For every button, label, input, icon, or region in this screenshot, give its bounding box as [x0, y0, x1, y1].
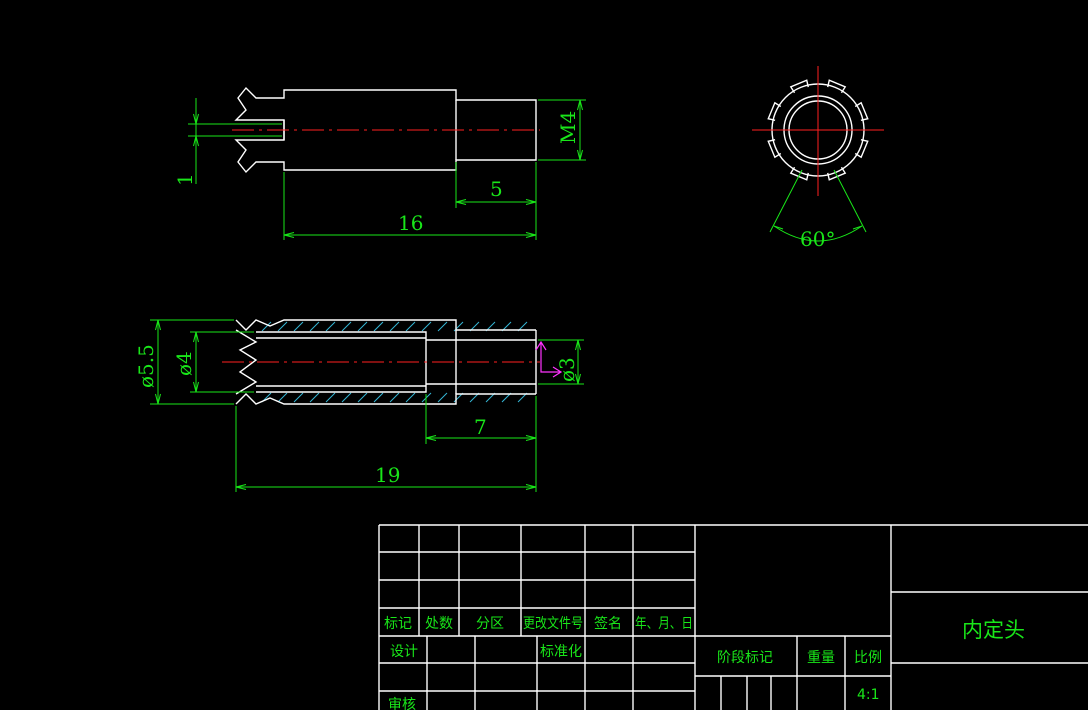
hatch-line [373, 392, 384, 403]
label-stage-mark: 阶段标记 [717, 650, 773, 666]
section-outline-top [235, 319, 536, 331]
gear-tooth [789, 166, 809, 181]
header-doc-no: 更改文件号 [523, 616, 583, 632]
label-design: 设计 [390, 644, 418, 660]
dim-text-dia-3: ø3 [555, 357, 579, 382]
section-outline-bottom [235, 393, 536, 405]
dim-text-m4: M4 [556, 111, 580, 144]
hatch-line [405, 321, 416, 332]
dim-text-7: 7 [474, 415, 487, 439]
label-weight: 重量 [807, 650, 835, 666]
front-view: 16 5 1 M4 [173, 86, 586, 240]
dim-length-16: 16 [283, 162, 537, 240]
dim-text-5: 5 [490, 177, 503, 201]
gear-tooth [767, 139, 782, 159]
section-left-serration [235, 329, 258, 395]
hatch-line [261, 321, 272, 332]
hatch-line [341, 321, 352, 332]
gear-tooth [789, 79, 809, 94]
section-view: ø5.5 ø4 ø3 7 [134, 319, 584, 492]
inner-wall [256, 337, 426, 387]
dim-slot-1: 1 [173, 98, 282, 186]
dim-text-dia-4: ø4 [172, 351, 196, 376]
dim-text-60: 60° [800, 227, 835, 251]
scale-value: 4:1 [857, 687, 880, 703]
dim-angle-60: 60° [769, 169, 867, 251]
header-date: 年、月、日 [635, 616, 693, 632]
hatch-line [293, 321, 304, 332]
hatch-line [277, 321, 288, 332]
hatch-line [357, 392, 368, 403]
dim-text-16: 16 [398, 211, 423, 235]
gear-tooth [854, 139, 869, 159]
label-standardize: 标准化 [540, 644, 582, 660]
header-mark: 标记 [384, 616, 412, 632]
dim-dia-5-5: ø5.5 [134, 319, 234, 405]
dim-thread-m4: M4 [538, 99, 586, 161]
hatch-line [437, 392, 448, 403]
hatch-line [293, 392, 304, 403]
dim-length-19: 19 [235, 396, 537, 492]
gear-tooth [854, 101, 869, 121]
hatch-line [421, 321, 432, 332]
header-signature: 签名 [594, 615, 622, 632]
hatch-line [389, 321, 400, 332]
hatch-line [389, 392, 400, 403]
dim-text-dia-5-5: ø5.5 [134, 344, 158, 388]
hatch-line [309, 392, 320, 403]
hatch-line [277, 392, 288, 403]
ucs-icon [535, 340, 563, 378]
front-view-outline [234, 86, 537, 174]
hatch-line [341, 392, 352, 403]
hatch-line [437, 321, 448, 332]
dim-neck-5: 5 [455, 162, 537, 208]
hatch-line [325, 321, 336, 332]
dim-dia-4: ø4 [172, 331, 254, 393]
header-zone: 分区 [476, 616, 504, 632]
section-hatching [261, 321, 528, 403]
hatch-line [325, 392, 336, 403]
hatch-line [309, 321, 320, 332]
header-count: 处数 [425, 616, 453, 632]
dim-text-19: 19 [375, 463, 400, 487]
label-scale: 比例 [854, 650, 882, 666]
hatch-line [357, 321, 368, 332]
title-block: 标记 处数 分区 更改文件号 签名 年、月、日 设计 标准化 审核 阶段标记 重… [378, 524, 1088, 710]
side-view: 60° [752, 66, 884, 251]
gear-tooth [827, 79, 847, 94]
gear-tooth [767, 101, 782, 121]
hatch-line [373, 321, 384, 332]
dim-text-1: 1 [173, 173, 197, 186]
dim-dia-3: ø3 [538, 339, 584, 385]
part-name: 内定头 [962, 618, 1025, 642]
hatch-line [405, 392, 416, 403]
dim-bore-7: 7 [425, 394, 537, 444]
label-review: 审核 [388, 697, 416, 710]
gear-tooth [827, 166, 847, 181]
